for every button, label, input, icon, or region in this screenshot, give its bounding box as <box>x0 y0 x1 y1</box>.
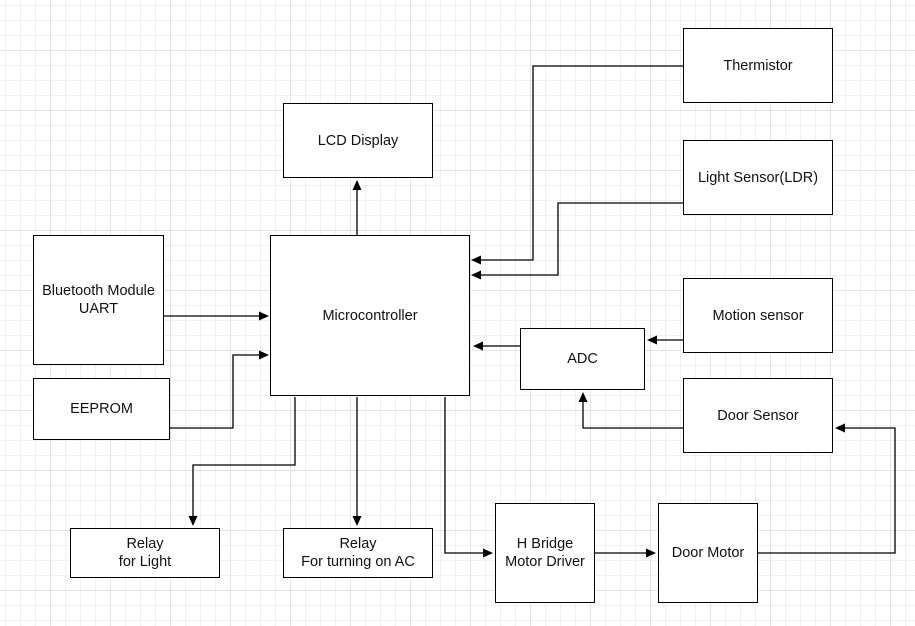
connector-micro-to-hbridge <box>444 397 493 558</box>
arrowhead <box>259 311 269 321</box>
connector-line <box>479 65 683 261</box>
connector-micro-to-relay_light <box>188 397 296 526</box>
arrowhead <box>578 392 588 402</box>
microcontroller-block[interactable]: Microcontroller <box>270 235 470 396</box>
h-bridge-block[interactable]: H Bridge Motor Driver <box>495 503 595 603</box>
arrowhead <box>473 341 483 351</box>
connector-motion-to-adc <box>647 335 683 345</box>
connector-line <box>582 400 683 429</box>
connector-micro-to-lcd <box>352 180 362 235</box>
connector-bluetooth-to-micro <box>164 311 269 321</box>
adc-block[interactable]: ADC <box>520 328 645 390</box>
connector-eeprom-to-micro <box>170 350 269 429</box>
connector-line <box>444 397 485 554</box>
arrowhead <box>352 516 362 526</box>
connector-line <box>170 354 261 429</box>
connector-adc-to-micro <box>473 341 520 351</box>
door-motor-block[interactable]: Door Motor <box>658 503 758 603</box>
motion-sensor-block[interactable]: Motion sensor <box>683 278 833 353</box>
arrowhead <box>471 255 481 265</box>
connector-line <box>192 397 296 518</box>
bluetooth-module-block[interactable]: Bluetooth Module UART <box>33 235 164 365</box>
relay-ac-block[interactable]: Relay For turning on AC <box>283 528 433 578</box>
lcd-display-block[interactable]: LCD Display <box>283 103 433 178</box>
thermistor-block[interactable]: Thermistor <box>683 28 833 103</box>
arrowhead <box>352 180 362 190</box>
connector-line <box>758 427 896 554</box>
eeprom-block[interactable]: EEPROM <box>33 378 170 440</box>
arrowhead <box>835 423 845 433</box>
connector-ldr-to-micro <box>471 202 683 280</box>
light-sensor-block[interactable]: Light Sensor(LDR) <box>683 140 833 215</box>
connector-door_sensor-to-adc <box>578 392 683 429</box>
arrowhead <box>647 335 657 345</box>
connector-line <box>479 202 683 276</box>
arrowhead <box>188 516 198 526</box>
arrowhead <box>259 350 269 360</box>
arrowhead <box>471 270 481 280</box>
arrowhead <box>646 548 656 558</box>
connector-door_motor-to-door_sensor <box>758 423 896 554</box>
connector-micro-to-relay_ac <box>352 397 362 526</box>
connector-hbridge-to-door_motor <box>595 548 656 558</box>
door-sensor-block[interactable]: Door Sensor <box>683 378 833 453</box>
arrowhead <box>483 548 493 558</box>
relay-light-block[interactable]: Relay for Light <box>70 528 220 578</box>
connector-thermistor-to-micro <box>471 65 683 265</box>
